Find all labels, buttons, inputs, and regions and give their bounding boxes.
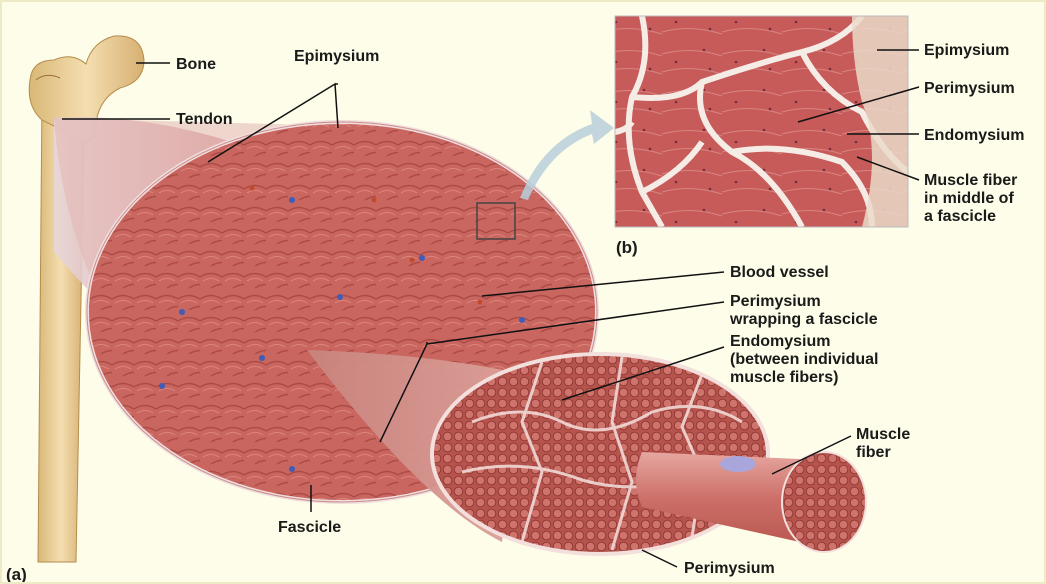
micrograph [615, 16, 908, 227]
label-muscle-fiber-b: Muscle fiber in middle of a fascicle [924, 172, 1017, 226]
label-perimysium-bottom: Perimysium [684, 560, 775, 577]
label-endomysium-b: Endomysium [924, 127, 1025, 144]
label-endomysium-a-line-3: muscle fibers) [730, 369, 839, 386]
label-endomysium-a: Endomysium (between individual muscle fi… [730, 333, 878, 387]
label-perimysium-wrapping: Perimysium wrapping a fascicle [730, 293, 878, 329]
label-epimysium-a: Epimysium [294, 48, 380, 65]
zoom-arrow [520, 110, 614, 200]
label-perimysium-wrapping-line-1: Perimysium [730, 293, 821, 310]
panel-label-b: (b) [616, 238, 638, 257]
label-bone: Bone [176, 56, 216, 73]
muscle-fiber-end [781, 451, 867, 553]
blood-vessel-dots [159, 185, 525, 472]
label-blood-vessel: Blood vessel [730, 264, 829, 281]
label-muscle-fiber-a-line-2: fiber [856, 444, 891, 461]
panel-label-a: (a) [6, 565, 27, 584]
zoom-box [476, 202, 516, 240]
label-muscle-fiber-b-line-2: in middle of [924, 190, 1014, 207]
nucleus [720, 456, 756, 472]
label-fascicle: Fascicle [278, 519, 342, 536]
fascicle-cross-section [430, 352, 770, 556]
label-perimysium-b: Perimysium [924, 80, 1015, 97]
label-endomysium-a-line-2: (between individual [730, 351, 879, 368]
muscle-fiber-shape [636, 452, 822, 547]
label-perimysium-wrapping-line-2: wrapping a fascicle [730, 311, 878, 328]
leader-lines [62, 49, 920, 568]
label-muscle-fiber-b-line-1: Muscle fiber [924, 172, 1018, 189]
label-endomysium-a-line-1: Endomysium [730, 333, 831, 350]
label-epimysium-b: Epimysium [924, 42, 1010, 59]
label-muscle-fiber-a: Muscle fiber [856, 426, 910, 462]
label-muscle-fiber-a-line-1: Muscle [856, 426, 911, 443]
label-tendon: Tendon [176, 111, 233, 128]
label-muscle-fiber-b-line-3: a fascicle [924, 208, 997, 225]
